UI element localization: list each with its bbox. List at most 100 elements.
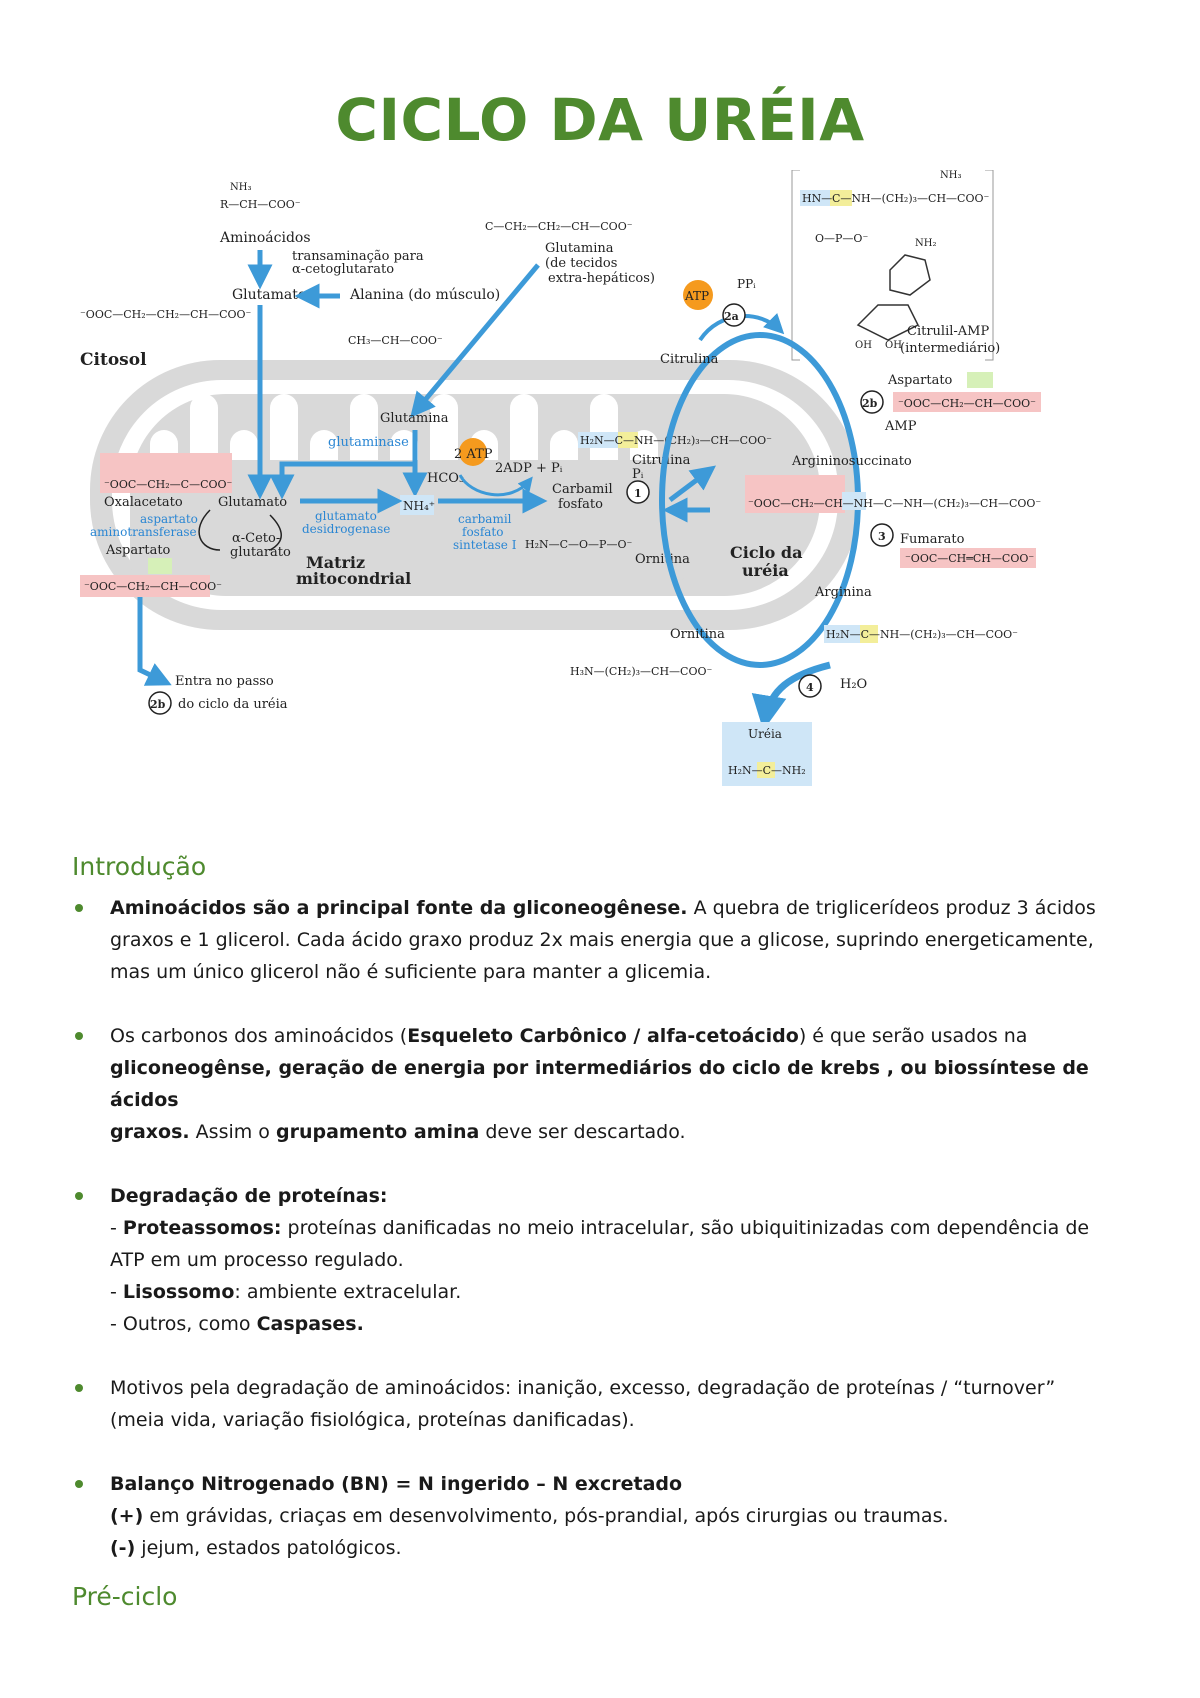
oxalacetato-label: Oxalacetato xyxy=(104,495,183,510)
cps-1: carbamil xyxy=(458,512,512,526)
b2-f: Assim o xyxy=(189,1121,276,1143)
amp-label: AMP xyxy=(884,419,917,434)
argininosuccinato-label: Argininosuccinato xyxy=(791,454,912,469)
list-item: Aminoácidos são a principal fonte da gli… xyxy=(75,892,1100,988)
svg-text:NH₃: NH₃ xyxy=(230,182,251,193)
b3-l2: ATP em um processo regulado. xyxy=(110,1249,404,1271)
svg-text:H₂N—C—NH—(CH₂)₃—CH—COO⁻: H₂N—C—NH—(CH₂)₃—CH—COO⁻ xyxy=(580,434,772,447)
matriz-2: mitocondrial xyxy=(296,569,411,588)
svg-text:H₂N—C—NH—(CH₂)₃—CH—COO⁻: H₂N—C—NH—(CH₂)₃—CH—COO⁻ xyxy=(826,628,1018,641)
gdh-1: glutamato xyxy=(315,509,377,523)
svg-text:⁻OOC—CH₂—C—COO⁻: ⁻OOC—CH₂—C—COO⁻ xyxy=(104,478,233,491)
fumarato-label: Fumarato xyxy=(900,532,965,547)
glutamina-top-label: Glutamina xyxy=(545,241,614,256)
entra-label: Entra no passo xyxy=(175,674,274,689)
arginina-label: Arginina xyxy=(814,585,872,600)
svg-text:OH: OH xyxy=(855,340,872,351)
svg-text:⁻OOC—CH₂—CH—COO⁻: ⁻OOC—CH₂—CH—COO⁻ xyxy=(898,397,1036,410)
b5-l1b: em grávidas, criaças em desenvolvimento,… xyxy=(143,1505,949,1527)
svg-text:HN—: HN— xyxy=(802,192,832,205)
step-1: 1 xyxy=(634,487,642,500)
carbamil-2: fosfato xyxy=(558,497,603,512)
svg-text:⁻OOC—CH₂—CH—NH—C—NH—(CH₂)₃—CH—: ⁻OOC—CH₂—CH—NH—C—NH—(CH₂)₃—CH—COO⁻ xyxy=(748,497,1041,510)
ciclo-ureia-passo: do ciclo da uréia xyxy=(178,697,288,712)
b3-l4a: - Outros, como xyxy=(110,1313,257,1335)
citrulina-top-label: Citrulina xyxy=(660,352,719,367)
introducao-content: Aminoácidos são a principal fonte da gli… xyxy=(0,892,1200,1564)
b5-l2b: jejum, estados patológicos. xyxy=(135,1537,402,1559)
b1-l1: A quebra de triglicerídeos produz 3 ácid… xyxy=(687,897,1096,919)
step-2a: 2a xyxy=(724,310,739,323)
b2-c: ) é que serão usados na xyxy=(798,1025,1028,1047)
aminoacidos-label: Aminoácidos xyxy=(219,230,311,246)
glutamato-top-label: Glutamato xyxy=(232,287,306,303)
svg-text:CH₃—CH—COO⁻: CH₃—CH—COO⁻ xyxy=(348,334,443,347)
b1-l3: mas um único glicerol não é suficiente p… xyxy=(110,961,712,983)
step-4: 4 xyxy=(806,681,814,694)
svg-text:NH₃: NH₃ xyxy=(940,170,961,181)
citosol-label: Citosol xyxy=(80,350,147,370)
h2o-label: H₂O xyxy=(840,677,867,692)
glutamato-label: Glutamato xyxy=(218,495,287,510)
atp2-label: 2 ATP xyxy=(454,447,493,462)
glutaminase-label: glutaminase xyxy=(328,435,409,450)
b3-l1a: - xyxy=(110,1217,123,1239)
b3-l3b: Lisossomo xyxy=(122,1281,235,1303)
ciclo-1: Ciclo da xyxy=(730,543,802,562)
cps-2: fosfato xyxy=(462,525,503,539)
ppi-label: PPᵢ xyxy=(737,277,756,291)
transaminacao-label: transaminação para xyxy=(292,249,424,264)
glutamina-mid-label: Glutamina xyxy=(380,411,449,426)
b3-l3c: : ambiente extracelular. xyxy=(234,1281,462,1303)
hco3-label: HCO₃ xyxy=(427,471,464,486)
aspartato-right-label: Aspartato xyxy=(887,373,953,388)
extra-hepaticos-label: extra-hepáticos) xyxy=(548,271,655,286)
cps-3: sintetase I xyxy=(453,538,517,552)
b2-a: Os carbonos dos aminoácidos ( xyxy=(110,1025,408,1047)
section-heading-preciclo: Pré-ciclo xyxy=(72,1582,178,1611)
b3-title: Degradação de proteínas: xyxy=(110,1185,388,1207)
ciclo-2: uréia xyxy=(742,561,789,580)
svg-text:C—NH—(CH₂)₃—CH—COO⁻: C—NH—(CH₂)₃—CH—COO⁻ xyxy=(832,192,990,205)
mitochondrion-shape xyxy=(90,360,860,630)
svg-text:O—P—O⁻: O—P—O⁻ xyxy=(815,232,868,245)
step-3: 3 xyxy=(878,530,886,543)
svg-text:H₂N—C—NH₂: H₂N—C—NH₂ xyxy=(728,764,806,777)
b4-l2: (meia vida, variação fisiológica, proteí… xyxy=(110,1409,635,1431)
cetoglut-2: glutarato xyxy=(230,545,291,560)
tecidos-label: (de tecidos xyxy=(545,256,617,271)
b5-l2a: (-) xyxy=(110,1537,136,1559)
b5-title: Balanço Nitrogenado (BN) = N ingerido – … xyxy=(110,1473,683,1495)
b3-l1c: proteínas danificadas no meio intracelul… xyxy=(281,1217,1090,1239)
list-item: Os carbonos dos aminoácidos (Esqueleto C… xyxy=(75,1020,1100,1148)
gdh-2: desidrogenase xyxy=(302,522,390,536)
nh4-label: NH₄⁺ xyxy=(403,499,435,513)
citrulil-amp-sublabel: (intermediário) xyxy=(900,341,1000,356)
page-title: CICLO DA URÉIA xyxy=(335,86,865,154)
b3-l4b: Caspases. xyxy=(256,1313,364,1335)
b3-l3a: - xyxy=(110,1281,123,1303)
list-item: Motivos pela degradação de aminoácidos: … xyxy=(75,1372,1100,1436)
step-2b-left: 2b xyxy=(150,698,166,711)
b2-h: deve ser descartado. xyxy=(479,1121,686,1143)
svg-text:OH: OH xyxy=(885,340,902,351)
b4-l1: Motivos pela degradação de aminoácidos: … xyxy=(110,1377,1056,1399)
svg-text:C—CH₂—CH₂—CH—COO⁻: C—CH₂—CH₂—CH—COO⁻ xyxy=(485,220,633,233)
adp-label: 2ADP + Pᵢ xyxy=(495,461,563,476)
citrulil-amp-label: Citrulil-AMP xyxy=(907,324,989,339)
citrulil-amp-structure: HN— C—NH—(CH₂)₃—CH—COO⁻ NH₃ O—P—O⁻ OH OH… xyxy=(791,170,1000,361)
ureia-label: Uréia xyxy=(748,727,782,741)
b2-d: gliconeogênse, geração de energia por in… xyxy=(110,1057,1089,1111)
svg-text:⁻OOC—CH₂—CH—COO⁻: ⁻OOC—CH₂—CH—COO⁻ xyxy=(84,580,222,593)
b2-g: grupamento amina xyxy=(275,1121,480,1143)
b1-bold: Aminoácidos são a principal fonte da gli… xyxy=(110,897,688,919)
step-2b: 2b xyxy=(862,397,878,410)
aspartato-label: Aspartato xyxy=(105,543,171,558)
b1-l2: graxos e 1 glicerol. Cada ácido graxo pr… xyxy=(110,929,1094,951)
atp-label: ATP xyxy=(684,289,709,303)
matriz-1: Matriz xyxy=(306,553,365,572)
carbamil-1: Carbamil xyxy=(552,482,613,497)
alanina-label: Alanina (do músculo) xyxy=(349,287,500,303)
svg-text:⁻OOC—CH═CH—COO⁻: ⁻OOC—CH═CH—COO⁻ xyxy=(905,552,1034,565)
citrulina-in-label: Citrulina xyxy=(632,453,691,468)
